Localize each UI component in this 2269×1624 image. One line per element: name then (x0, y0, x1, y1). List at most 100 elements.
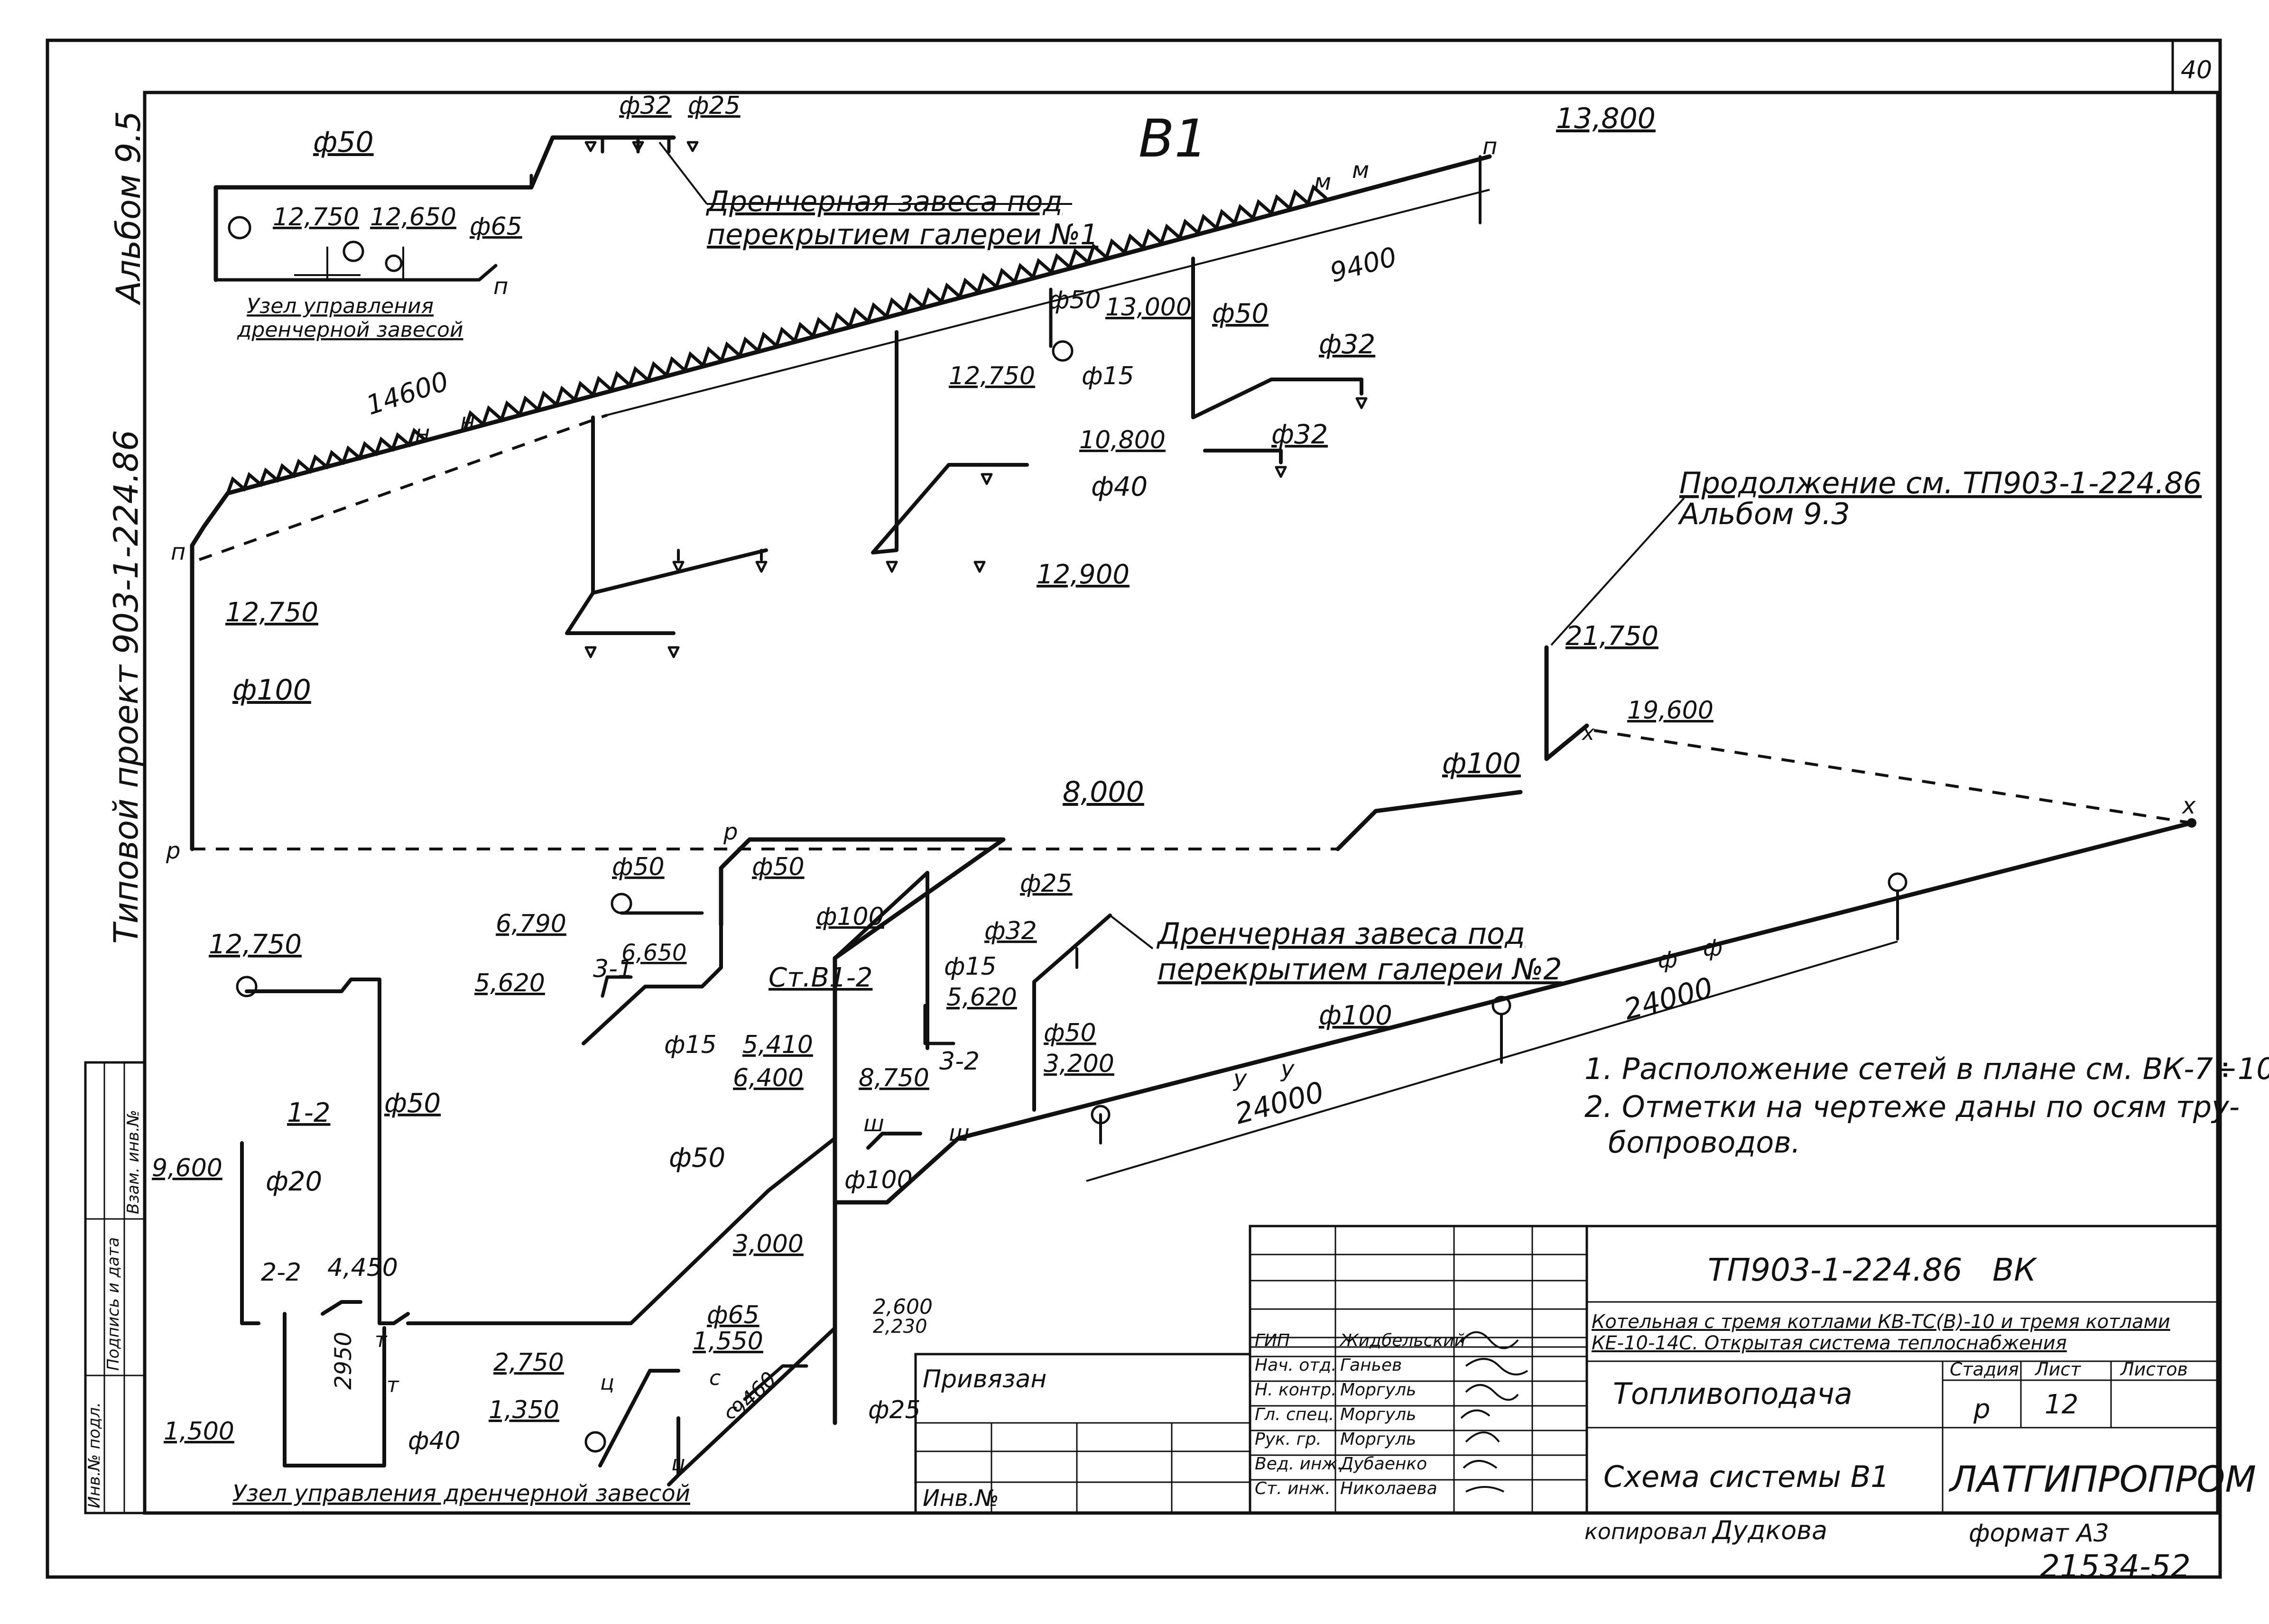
sig-role-0: ГИП (1255, 1331, 1290, 1350)
pipe-network-bottom (236, 821, 2194, 1486)
svg-text:ф50: ф50 (1044, 1019, 1096, 1047)
svg-text:ф20: ф20 (266, 1166, 322, 1197)
col-sheet: Лист (2034, 1359, 2082, 1380)
pipe-network-top (190, 135, 1523, 851)
description-line-2: КЕ-10-14С. Открытая система теплоснабжен… (1592, 1332, 2067, 1354)
svg-text:12,750: 12,750 (949, 362, 1035, 390)
svg-text:у: у (1280, 1056, 1295, 1082)
svg-text:ф100: ф100 (1319, 1000, 1392, 1031)
sheet-value: 12 (2045, 1389, 2078, 1420)
svg-text:3,200: 3,200 (1044, 1050, 1114, 1078)
svg-text:1,550: 1,550 (693, 1327, 763, 1356)
svg-text:3-1: 3-1 (593, 955, 633, 983)
svg-text:12,900: 12,900 (1037, 559, 1130, 590)
svg-text:ф32: ф32 (984, 917, 1037, 945)
svg-text:с: с (709, 1366, 721, 1390)
copied-label: копировал (1584, 1519, 1707, 1544)
album-label: Альбом 9.5 (109, 111, 148, 305)
svg-text:ф50: ф50 (384, 1088, 441, 1119)
organization: ЛАТГИПРОПРОМ (1948, 1458, 2256, 1500)
signature-scribbles (1460, 1331, 1528, 1493)
sig-role-1: Нач. отд. (1255, 1356, 1337, 1375)
sheet-number-box (2171, 39, 2222, 94)
svg-text:1-2: 1-2 (287, 1098, 330, 1128)
sig-role-3: Гл. спец. (1255, 1405, 1334, 1424)
svg-text:ф32: ф32 (1319, 329, 1375, 360)
curtain-2-title: Дренчерная завеса под (1156, 916, 1525, 951)
svg-text:12,750: 12,750 (225, 597, 318, 628)
svg-text:ф50: ф50 (612, 853, 665, 881)
stamp-replace-label: Взам. инв.№ (124, 1110, 143, 1214)
svg-text:ф25: ф25 (868, 1396, 921, 1424)
sheet-number: 40 (2181, 56, 2212, 84)
svg-text:ф: ф (1703, 935, 1723, 961)
svg-text:т: т (375, 1328, 388, 1352)
svg-text:п: п (1482, 133, 1497, 160)
svg-text:12,750: 12,750 (209, 929, 302, 960)
svg-text:ф50: ф50 (1048, 286, 1101, 314)
svg-text:ф100: ф100 (844, 1166, 913, 1194)
svg-text:с: с (726, 1399, 737, 1423)
note-2: 2. Отметки на чертеже даны по осям тру- (1584, 1089, 2240, 1124)
stamp-inv-label: Инв.№ подл. (85, 1402, 104, 1508)
notes: 1. Расположение сетей в плане см. ВК-7÷1… (1584, 1052, 2269, 1160)
binding-label: Привязан (923, 1365, 1047, 1393)
inventory-label: Инв.№ (923, 1485, 999, 1512)
sig-role-2: Н. контр. (1255, 1380, 1337, 1400)
svg-text:ф100: ф100 (232, 674, 311, 707)
doc-number: 21534-52 (2040, 1548, 2191, 1585)
callouts: Дренчерная завеса под перекрытием галере… (232, 141, 2202, 1507)
stamp-sign-label: Подпись и дата (104, 1237, 123, 1371)
system-title: В1 (1139, 108, 1207, 169)
annotation-labels: ф50 ф32 ф25 ф65 ф50 ф15 ф50 ф32 ф40 ф32 … (152, 92, 2196, 1476)
svg-text:2,750: 2,750 (493, 1348, 564, 1377)
continuation-subtitle: Альбом 9.3 (1677, 497, 1850, 531)
svg-text:п: п (171, 539, 185, 565)
project-label: Типовой проект 903-1-224.86 (107, 430, 146, 944)
svg-text:24000: 24000 (1621, 971, 1716, 1026)
svg-text:6,400: 6,400 (733, 1064, 804, 1092)
control-node-2-title: Узел управления дренчерной завесой (232, 1480, 690, 1507)
svg-text:м: м (1352, 157, 1369, 184)
section-code: ВК (1992, 1252, 2037, 1288)
svg-text:ф25: ф25 (688, 92, 741, 120)
svg-text:8,750: 8,750 (859, 1064, 929, 1092)
svg-text:ф15: ф15 (944, 952, 997, 981)
control-node-1-title: Узел управления (247, 294, 434, 318)
sig-name-2: Моргуль (1340, 1380, 1416, 1400)
svg-text:ф25: ф25 (1020, 869, 1073, 898)
svg-text:т: т (387, 1373, 399, 1397)
svg-text:н: н (460, 408, 475, 435)
sig-role-5: Вед. инж. (1255, 1454, 1343, 1474)
col-stage: Стадия (1950, 1359, 2019, 1380)
svg-text:м: м (1314, 169, 1331, 195)
svg-text:у: у (1232, 1065, 1247, 1092)
sheet-title: Схема системы В1 (1603, 1459, 1889, 1494)
svg-text:ф100: ф100 (816, 903, 884, 931)
svg-text:5,410: 5,410 (742, 1031, 813, 1059)
continuation-riser (1544, 645, 2196, 828)
svg-text:2,230: 2,230 (873, 1316, 927, 1338)
sig-role-6: Ст. инж. (1255, 1479, 1331, 1498)
svg-text:2-2: 2-2 (261, 1258, 301, 1287)
col-sheets: Листов (2120, 1359, 2188, 1380)
svg-text:ф100: ф100 (1442, 747, 1521, 780)
svg-text:ф65: ф65 (470, 212, 522, 241)
svg-text:19,600: 19,600 (1627, 696, 1713, 725)
svg-text:13,800: 13,800 (1556, 102, 1656, 135)
sig-name-1: Ганьев (1340, 1356, 1402, 1375)
svg-text:х: х (2181, 793, 2196, 819)
footer: копировал Дудкова формат А3 21534-52 (1584, 1515, 2191, 1585)
svg-text:х: х (1581, 721, 1595, 745)
control-node-1-subtitle: дренчерной завесой (237, 318, 463, 342)
svg-text:ф50: ф50 (752, 853, 805, 881)
svg-text:2950: 2950 (330, 1332, 357, 1390)
svg-text:12,650: 12,650 (370, 203, 456, 231)
svg-text:р: р (723, 819, 738, 845)
svg-text:14600: 14600 (362, 366, 453, 421)
svg-text:ф40: ф40 (408, 1427, 461, 1455)
svg-text:6,650: 6,650 (621, 940, 686, 966)
svg-text:ш: ш (949, 1120, 970, 1146)
copied-sign: Дудкова (1712, 1515, 1827, 1545)
curtain-1-title: Дренчерная завеса под (705, 185, 1063, 218)
